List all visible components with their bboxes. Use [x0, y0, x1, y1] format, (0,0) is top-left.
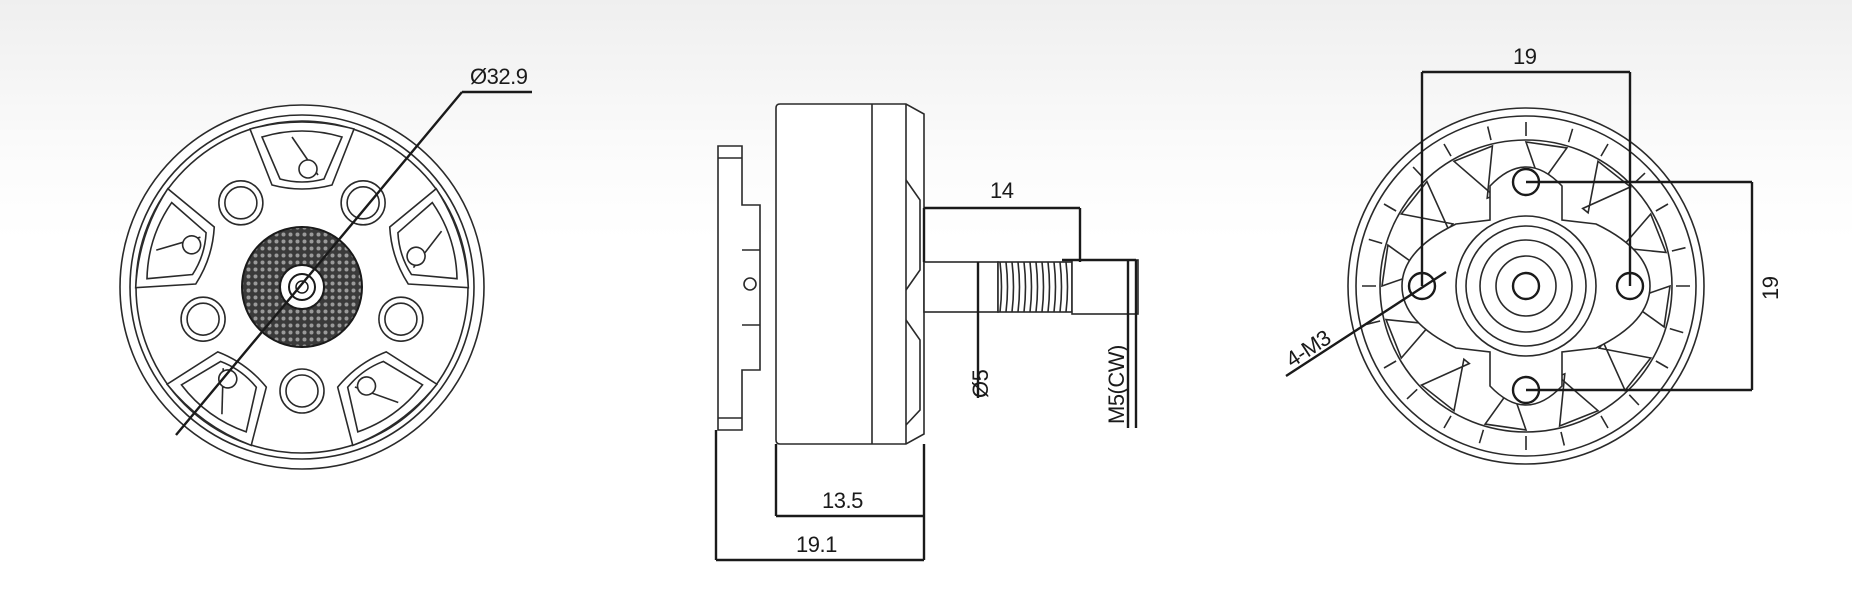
side-view-shaft	[923, 261, 999, 313]
stator-slot	[1581, 159, 1633, 215]
cooling-window	[388, 187, 470, 289]
stator-slot	[1419, 357, 1471, 413]
cooling-window	[336, 350, 439, 447]
thread-label: M5(CW)	[1104, 345, 1129, 424]
stator-slot	[1452, 144, 1496, 200]
hole-spacing-x-label: 19	[1513, 44, 1537, 69]
top-diameter-label: Ø32.9	[470, 64, 528, 89]
hole-spacing-y-label: 19	[1758, 276, 1783, 300]
side-view-base	[717, 145, 761, 431]
cooling-window	[134, 187, 216, 289]
stator-slot	[1556, 372, 1600, 428]
bottom-view-shaft-hole	[1511, 271, 1541, 301]
top-view-vent-holes	[180, 180, 424, 414]
mount-hole-label: 4-M3	[1281, 325, 1335, 372]
cooling-window	[165, 350, 268, 447]
mount-hole-leader	[1285, 270, 1447, 378]
side-view-bell	[775, 103, 925, 445]
side-view: 14 Ø5 M5(CW) 13.5 19.1	[714, 103, 1139, 562]
total-height-label: 19.1	[796, 532, 837, 557]
bottom-view: 19 19 4-M3	[1281, 44, 1783, 465]
side-view-thread	[997, 261, 1073, 313]
cooling-window	[248, 121, 356, 190]
bell-height-label: 13.5	[822, 488, 863, 513]
diameter-leader-line	[175, 91, 463, 436]
top-view-cooling-windows	[134, 121, 470, 447]
shaft-diameter-label: Ø5	[968, 369, 993, 398]
top-view: Ø32.9	[119, 64, 532, 470]
shaft-length-label: 14	[990, 178, 1014, 203]
